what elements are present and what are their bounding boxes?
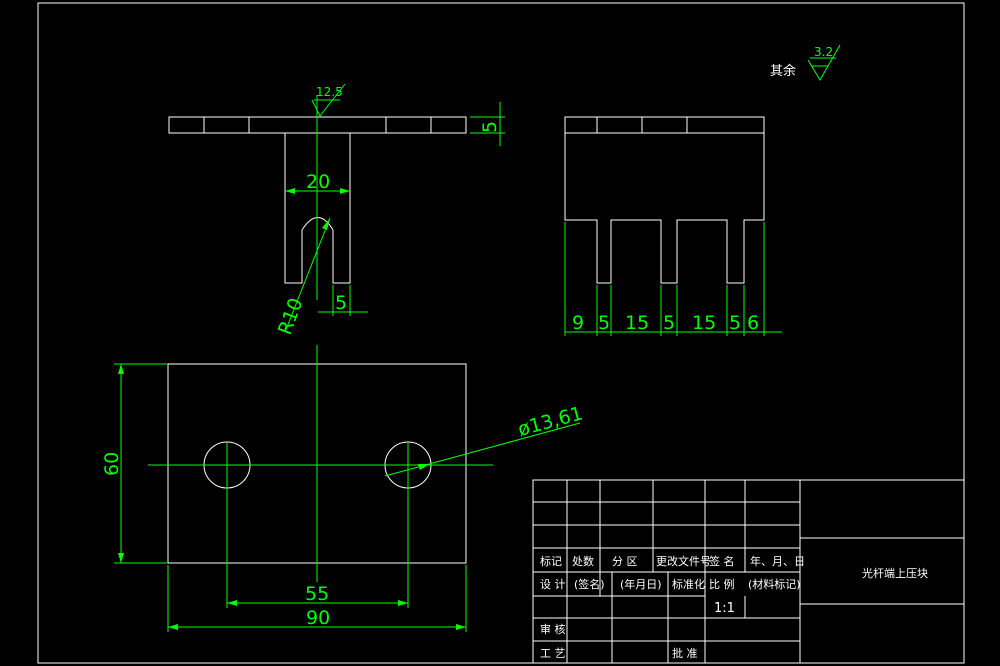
- hdr-mark: 标记: [540, 554, 562, 568]
- row-scale-label: 比 例: [709, 577, 735, 591]
- front-view: 12.5 5 20 R10 5: [168, 83, 505, 338]
- left-leg: [284, 133, 303, 284]
- dim-radius: R10: [274, 295, 307, 338]
- dim-chain-0: 9: [572, 312, 584, 334]
- dim-chain-3: 5: [663, 312, 675, 334]
- part-name: 光杆端上压块: [862, 566, 928, 580]
- dim-slot-width: 20: [306, 171, 330, 193]
- dim-length: 90: [306, 607, 330, 629]
- side-comb: [564, 133, 765, 284]
- dim-wall: 5: [335, 292, 347, 314]
- hdr-sign: 签 名: [709, 554, 735, 568]
- row-design-date: (年月日): [620, 577, 662, 591]
- dim-hole-spacing: 55: [305, 583, 329, 605]
- roughness-note-label: 其余: [770, 63, 796, 79]
- row-design-sign: (签名): [574, 577, 605, 591]
- dim-height: 60: [101, 452, 123, 476]
- row-design: 设 计: [540, 578, 566, 591]
- row-review: 审 核: [540, 622, 566, 636]
- row-material: (材料标记): [748, 577, 801, 591]
- hdr-change-doc: 更改文件号: [656, 554, 711, 568]
- side-top-plate: [564, 116, 765, 134]
- slot-arc: [301, 217, 334, 231]
- side-view: 9 5 15 5 15 5 6: [564, 116, 782, 336]
- row-standard: 标准化: [672, 577, 705, 591]
- title-block: 标记 处数 分 区 更改文件号 签 名 年、月、日 设 计 (签名) (年月日)…: [532, 479, 965, 664]
- roughness-top-value: 12.5: [316, 85, 343, 99]
- top-view: 60 55 90 ø13,61: [101, 345, 585, 632]
- row-process: 工 艺: [540, 647, 566, 660]
- dim-chain-5: 5: [729, 312, 741, 334]
- hdr-zone: 分 区: [612, 555, 638, 568]
- dim-hole-diameter: ø13,61: [516, 402, 585, 440]
- right-leg: [332, 133, 351, 284]
- row-approve: 批 准: [672, 646, 698, 660]
- dim-thickness: 5: [479, 121, 501, 133]
- hdr-date: 年、月、日: [750, 554, 805, 568]
- scale-value: 1:1: [714, 601, 735, 616]
- roughness-symbol: [807, 44, 841, 81]
- hdr-count: 处数: [572, 555, 594, 568]
- roughness-general-value: 3.2: [814, 45, 833, 59]
- roughness-note: 其余 3.2: [770, 44, 841, 81]
- roughness-top-symbol: [311, 83, 346, 117]
- dim-chain-6: 6: [747, 312, 759, 334]
- dim-chain-4: 15: [692, 312, 716, 334]
- dim-chain-1: 5: [598, 312, 610, 334]
- drawing-frame: [37, 2, 965, 664]
- dim-chain-2: 15: [625, 312, 649, 334]
